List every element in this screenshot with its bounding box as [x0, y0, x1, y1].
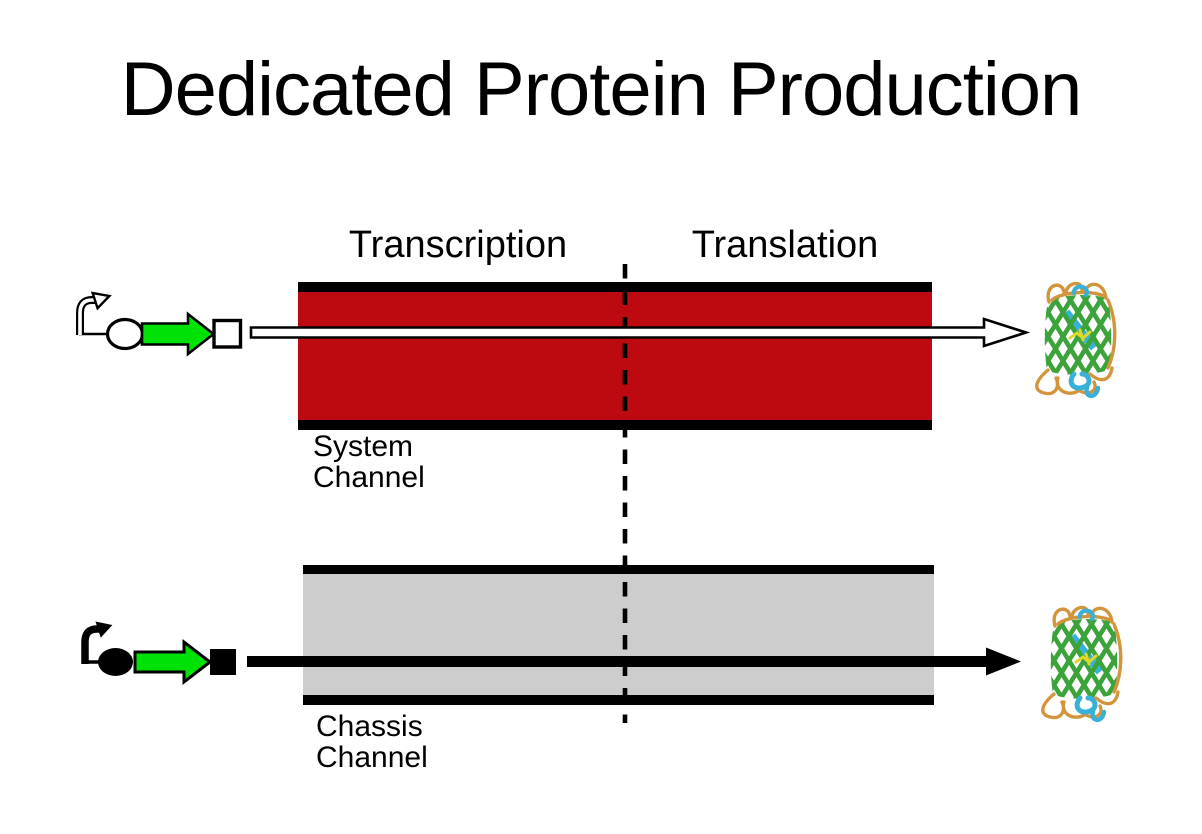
rbs-ellipse-icon	[98, 648, 133, 676]
system-channel-bar	[298, 282, 932, 430]
chassis-channel-bar	[303, 565, 934, 705]
system-gene-cassette	[76, 291, 243, 357]
gfp-protein-icon	[1003, 283, 1153, 395]
gfp-protein-icon	[1009, 607, 1159, 719]
promoter-arrow-icon	[76, 291, 112, 335]
system-channel-label: System Channel	[313, 430, 425, 495]
chassis-gene-cassette	[81, 621, 236, 686]
rbs-ellipse-icon	[105, 317, 145, 351]
translation-header: Translation	[691, 224, 879, 266]
transcription-header: Transcription	[348, 224, 568, 266]
chassis-channel-label-line2: Channel	[316, 741, 428, 775]
terminator-square-icon	[210, 649, 236, 675]
system-channel-label-line1: System	[313, 430, 414, 463]
system-channel-label-line2: Channel	[313, 461, 425, 495]
gene-arrow-icon	[133, 638, 213, 686]
promoter-arrow-icon	[81, 621, 113, 664]
chassis-channel-label-line1: Chassis	[316, 710, 423, 743]
terminator-square-icon	[212, 318, 243, 349]
chassis-channel-label: Chassis Channel	[316, 710, 428, 775]
page-title: Dedicated Protein Production	[120, 47, 1083, 132]
gene-arrow-icon	[140, 311, 216, 357]
